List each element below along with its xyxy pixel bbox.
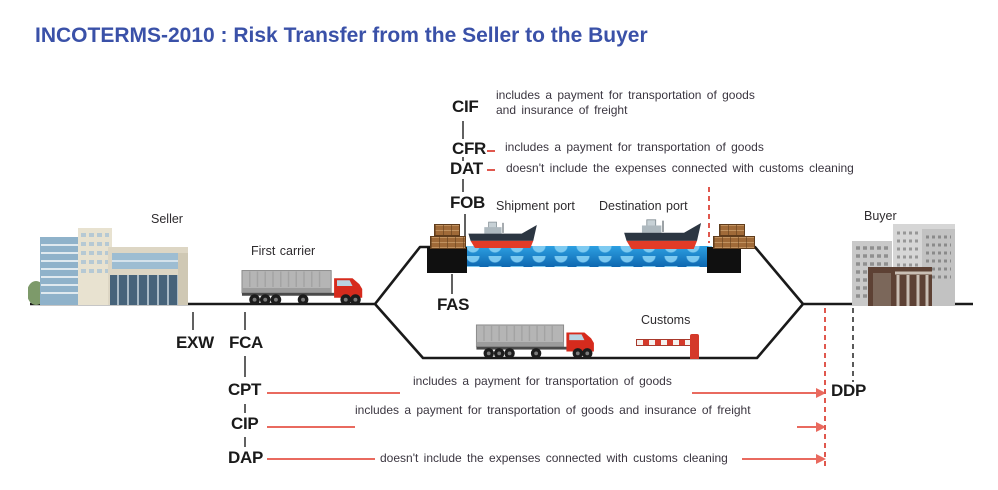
dap-description: doesn't include the expenses connected w… <box>380 451 728 465</box>
customs-barrier-arm <box>636 339 692 346</box>
term-label-cip: CIP <box>231 414 259 433</box>
risk-transfer-red-lines <box>267 392 817 460</box>
cpt-description: includes a payment for transportation of… <box>413 374 672 388</box>
cargo-ship-shipment-port <box>468 221 537 249</box>
cargo-crate <box>434 224 460 236</box>
buyer-label: Buyer <box>864 209 897 223</box>
shipment-port-label: Shipment port <box>496 199 575 213</box>
cfr-dat-red-ticks <box>487 150 495 171</box>
customs-label: Customs <box>641 313 691 327</box>
term-label-cpt: CPT <box>228 380 262 399</box>
page-title: INCOTERMS-2010 : Risk Transfer from the … <box>35 24 648 47</box>
term-label-fob: FOB <box>450 193 485 212</box>
cif-description: includes a payment for transportation of… <box>496 88 755 118</box>
cif-description-line2: and insurance of freight <box>496 103 628 117</box>
destination-port-label: Destination port <box>599 199 688 213</box>
customs-barrier-post <box>690 334 699 359</box>
cargo-ship-destination-port <box>624 219 702 249</box>
cargo-crate <box>719 224 745 236</box>
destination-port-dock <box>707 247 741 273</box>
term-label-cfr: CFR <box>452 139 487 158</box>
main-route-path <box>30 245 973 360</box>
shipment-port-dock <box>427 247 467 273</box>
term-label-dap: DAP <box>228 448 263 467</box>
term-label-fas: FAS <box>437 295 470 314</box>
buyer-building <box>852 224 955 306</box>
inland-truck <box>475 324 594 359</box>
cip-arrowhead <box>816 422 826 432</box>
first-carrier-label: First carrier <box>251 244 316 258</box>
cpt-arrowhead <box>816 388 826 398</box>
term-label-fca: FCA <box>229 333 264 352</box>
cargo-crate <box>713 236 755 249</box>
term-label-exw: EXW <box>176 333 214 352</box>
dat-description: doesn't include the expenses connected w… <box>506 161 854 175</box>
cfr-description: includes a payment for transportation of… <box>505 140 764 154</box>
term-connector-ticks <box>192 121 466 447</box>
cargo-crate <box>430 236 466 249</box>
sea-water <box>462 246 712 267</box>
seller-building <box>28 228 188 305</box>
seller-label: Seller <box>151 212 183 226</box>
cif-description-line1: includes a payment for transportation of… <box>496 88 755 102</box>
term-label-ddp: DDP <box>831 381 866 400</box>
term-label-cif: CIF <box>452 97 479 116</box>
dap-arrowhead <box>816 454 826 464</box>
term-label-dat: DAT <box>450 159 483 178</box>
cip-description: includes a payment for transportation of… <box>355 403 751 417</box>
first-carrier-truck <box>241 270 363 305</box>
